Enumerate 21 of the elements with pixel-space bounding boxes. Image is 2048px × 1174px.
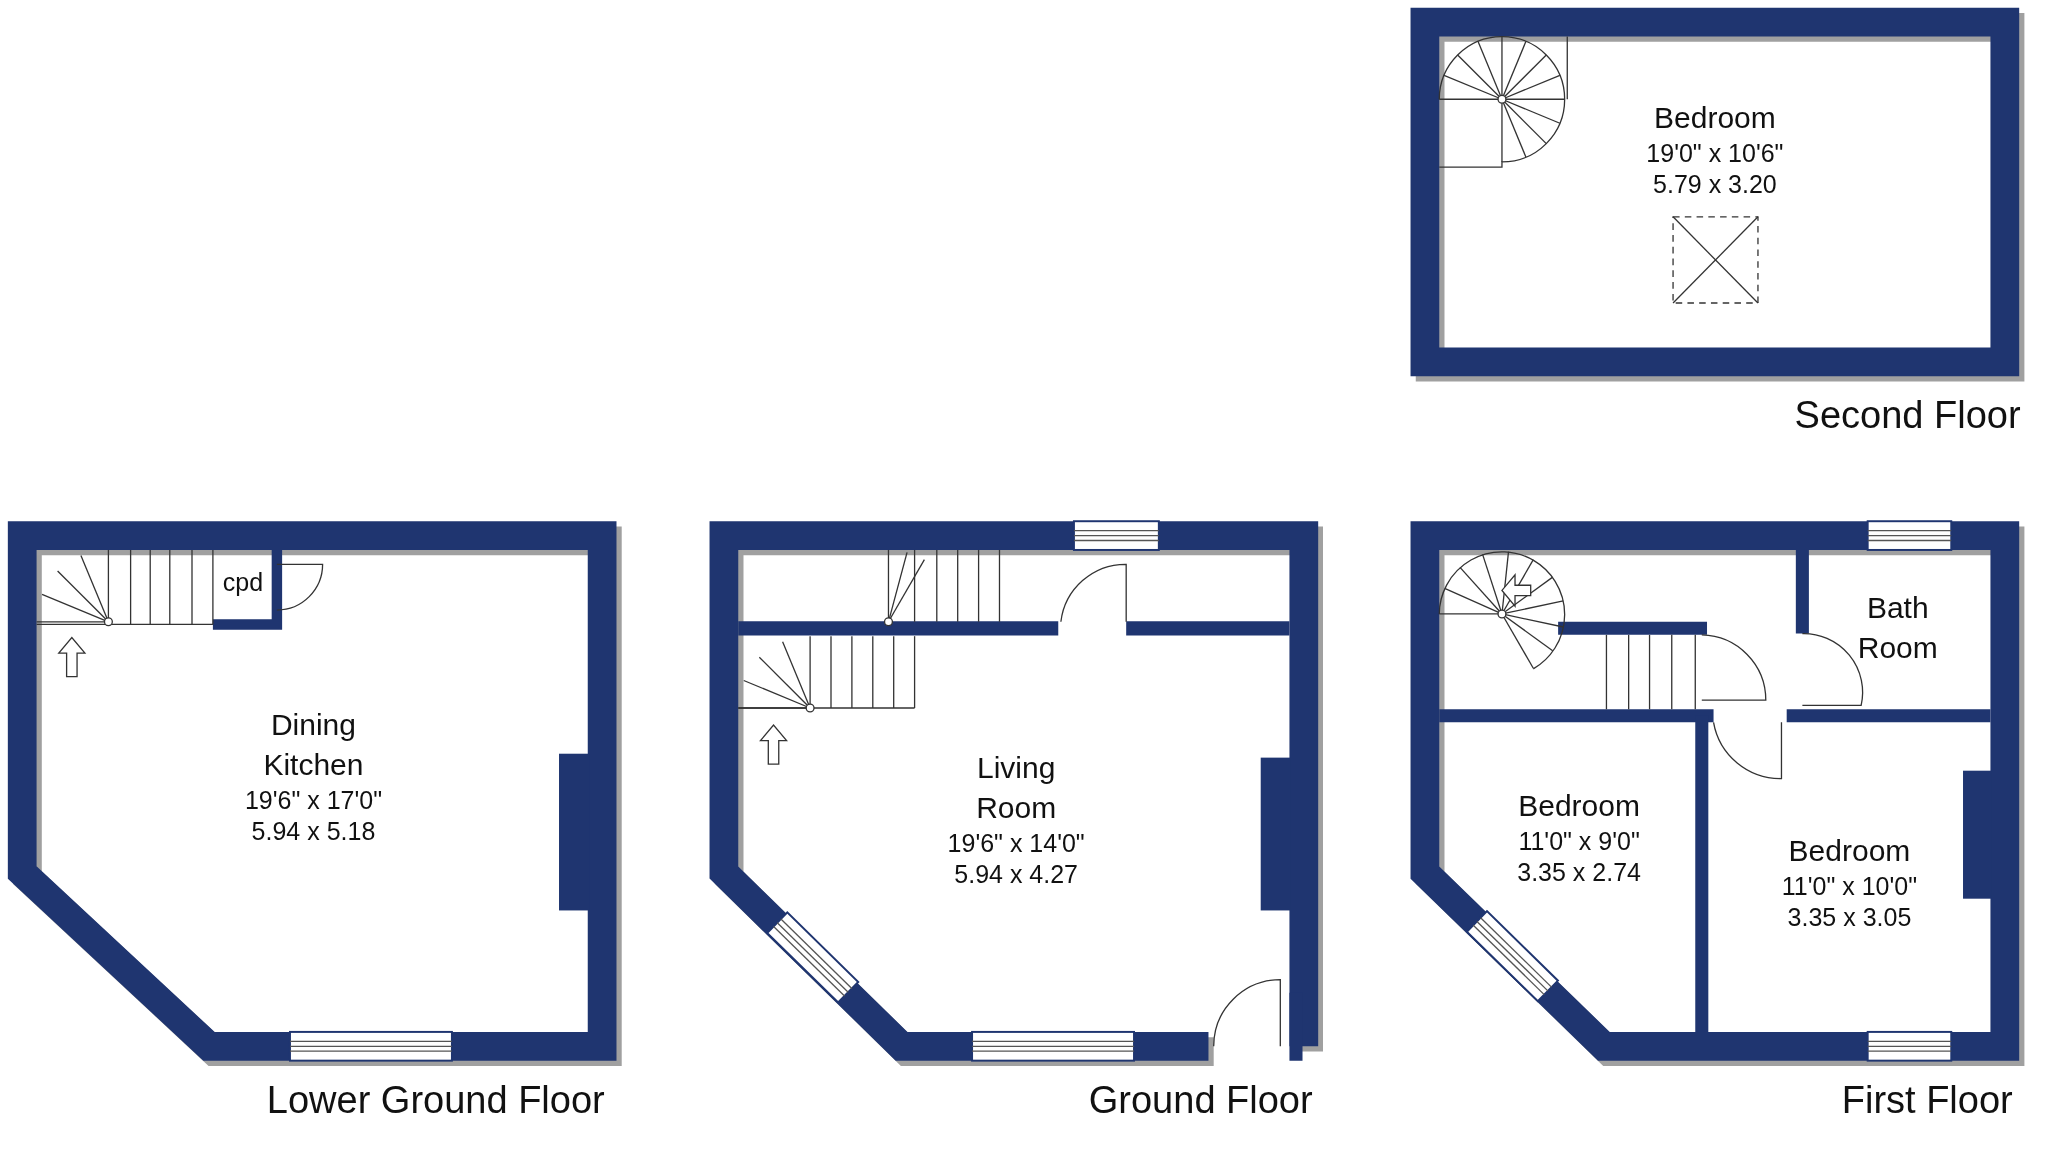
room-dimensions: 11'0" x 9'0" <box>1518 826 1640 858</box>
room-name: Bath Room <box>1856 589 1939 666</box>
room-name: cpd <box>221 566 265 597</box>
floor-title: First Floor <box>1841 1077 2013 1122</box>
room-dimensions: 5.79 x 3.20 <box>1653 168 1777 200</box>
floor-title: Ground Floor <box>1088 1077 1313 1122</box>
room-name: Bedroom <box>1787 832 1912 869</box>
room-dimensions: 11'0" x 10'0" <box>1781 870 1918 902</box>
room-dimensions: 19'0" x 10'6" <box>1646 137 1784 169</box>
floor-title: Lower Ground Floor <box>266 1077 605 1122</box>
room-name: Living Room <box>975 750 1058 827</box>
room-dimensions: 3.35 x 3.05 <box>1787 901 1912 933</box>
room-name: Bedroom <box>1653 99 1777 136</box>
room-dimensions: 19'6" x 14'0" <box>947 828 1085 860</box>
room-name: Bedroom <box>1517 788 1641 825</box>
room-name: Dining Kitchen <box>262 707 365 784</box>
room-dimensions: 5.94 x 5.18 <box>251 816 376 848</box>
room-dimensions: 3.35 x 2.74 <box>1517 857 1641 889</box>
room-dimensions: 5.94 x 4.27 <box>954 859 1078 891</box>
floor-title: Second Floor <box>1794 393 2021 438</box>
room-dimensions: 19'6" x 17'0" <box>244 785 382 817</box>
